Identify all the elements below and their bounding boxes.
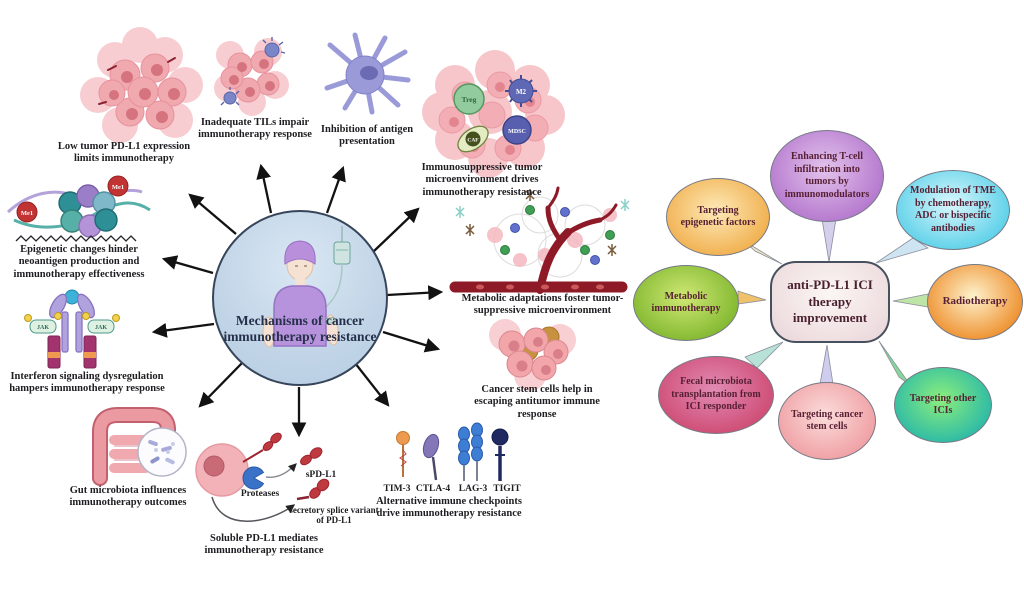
strategy-other-icis: Targeting other ICIs (894, 367, 992, 443)
label-antigen-presentation: Inhibition of antigen presentation (320, 124, 414, 148)
label-epigenetic-changes: Epigenetic changes hinder neoantigen pro… (13, 244, 145, 280)
tim3-label: TIM-3 (383, 484, 411, 494)
caf-cell-icon: CAF (457, 125, 489, 153)
gut-microbiota-illustration (92, 407, 187, 486)
tumor-vessel-illustration (449, 186, 630, 294)
label-inadequate-tils: Inadequate TILs impair immunotherapy res… (198, 117, 312, 141)
treg-label: Treg (462, 95, 477, 104)
resistance-art: Treg M2 CAF (6, 27, 630, 522)
radiating-arrows (151, 163, 444, 438)
splice-variant-label: secretory splice variant of PD-L1 (289, 505, 379, 526)
jak-label: JAK (37, 325, 49, 331)
me1-label: Me1 (21, 210, 33, 217)
soluble-pdl1-illustration (195, 432, 330, 522)
ctla4-label: CTLA-4 (415, 484, 451, 494)
microbiota-magnifier-icon (137, 427, 187, 477)
strategy-fecal-transplantation: Fecal microbiota transplantation from IC… (658, 356, 774, 434)
tim3-receptor-icon (396, 431, 410, 477)
label-low-pd-l1: Low tumor PD-L1 expression limits immuno… (57, 141, 191, 165)
mdsc-cell-icon: MDSC (502, 115, 532, 145)
label-alternative-checkpoints: Alternative immune checkpoints drive imm… (376, 496, 522, 520)
spdl1-icon (300, 447, 323, 466)
m2-label: M2 (516, 88, 527, 96)
label-cancer-stem-cells: Cancer stem cells help in escaping antit… (474, 384, 600, 420)
caf-label: CAF (467, 138, 479, 144)
immunosuppressive-tme-illustration: Treg M2 CAF (422, 50, 565, 178)
strategy-label: Modulation of TME by chemotherapy, ADC o… (910, 185, 996, 234)
treg-cell-icon: Treg (453, 83, 485, 115)
strategy-label: Targeting other ICIs (909, 392, 977, 417)
strategy-label: Radiotherapy (942, 295, 1008, 308)
label-metabolic-adaptations: Metabolic adaptations foster tumor-suppr… (461, 293, 624, 317)
strategy-cancer-stem-cells: Targeting cancer stem cells (778, 382, 876, 460)
central-circle-label: Mechanisms of cancer immunotherapy resis… (223, 313, 377, 345)
tumor-cluster-illustration (80, 27, 203, 143)
lag3-label: LAG-3 (458, 484, 488, 494)
label-interferon-signaling: Interferon signaling dysregulation hampe… (9, 371, 165, 395)
tigit-label: TIGIT (493, 484, 521, 494)
strategy-metabolic-immunotherapy: Metabolic immunotherapy (633, 265, 739, 341)
strategy-epigenetic-factors: Targeting epigenetic factors (666, 178, 770, 256)
label-gut-microbiota: Gut microbiota influences immunotherapy … (69, 485, 187, 509)
me1-badge-icon: Me1 Me1 (16, 175, 129, 223)
ctla4-receptor-icon (422, 433, 440, 481)
tils-tumor-illustration (214, 37, 289, 116)
jak-kinase-icon: JAK JAK (29, 319, 115, 334)
checkpoint-receptors-illustration (396, 422, 509, 481)
strategy-radiotherapy: Radiotherapy (927, 264, 1023, 340)
strategy-label: Fecal microbiota transplantation from IC… (671, 376, 761, 413)
interferon-receptor-illustration: JAK JAK (24, 289, 120, 369)
membrane-pdl1-icon (262, 432, 282, 451)
strategy-label: Targeting epigenetic factors (680, 204, 756, 229)
lag3-receptor-icon (458, 422, 483, 481)
splice-variant-icon (296, 478, 330, 501)
central-circle: Mechanisms of cancer immunotherapy resis… (212, 210, 388, 386)
patient-illustration (262, 226, 351, 348)
tigit-receptor-icon (491, 428, 509, 481)
proteases-label: Proteases (240, 489, 280, 499)
mdsc-label: MDSC (508, 129, 526, 135)
iv-bag-icon (333, 241, 351, 265)
improvement-center-box: anti-PD-L1 ICI therapy improvement (770, 261, 890, 343)
epigenetic-illustration: Me1 Me1 (6, 175, 151, 242)
me1-label: Me1 (112, 184, 124, 191)
strategy-label: Metabolic immunotherapy (651, 290, 721, 315)
spdl1-label: sPD-L1 (305, 470, 337, 480)
strategy-label: Enhancing T-cell infiltration into tumor… (784, 151, 870, 200)
strategy-immunomodulators: Enhancing T-cell infiltration into tumor… (770, 130, 884, 222)
strategy-label: Targeting cancer stem cells (790, 408, 864, 433)
strategy-tme-modulation: Modulation of TME by chemotherapy, ADC o… (896, 170, 1010, 250)
til-cell-icon (223, 42, 280, 105)
label-immunosuppressive-tme: Immunosuppressive tumor microenvironment… (421, 162, 543, 198)
stem-cell-illustration (489, 319, 576, 391)
m2-macrophage-icon: M2 (505, 75, 537, 107)
jak-label: JAK (95, 325, 107, 331)
protease-icon (242, 466, 265, 490)
label-soluble-pd-l1: Soluble PD-L1 mediates immunotherapy res… (204, 533, 324, 557)
dendritic-cell-illustration (324, 32, 411, 115)
